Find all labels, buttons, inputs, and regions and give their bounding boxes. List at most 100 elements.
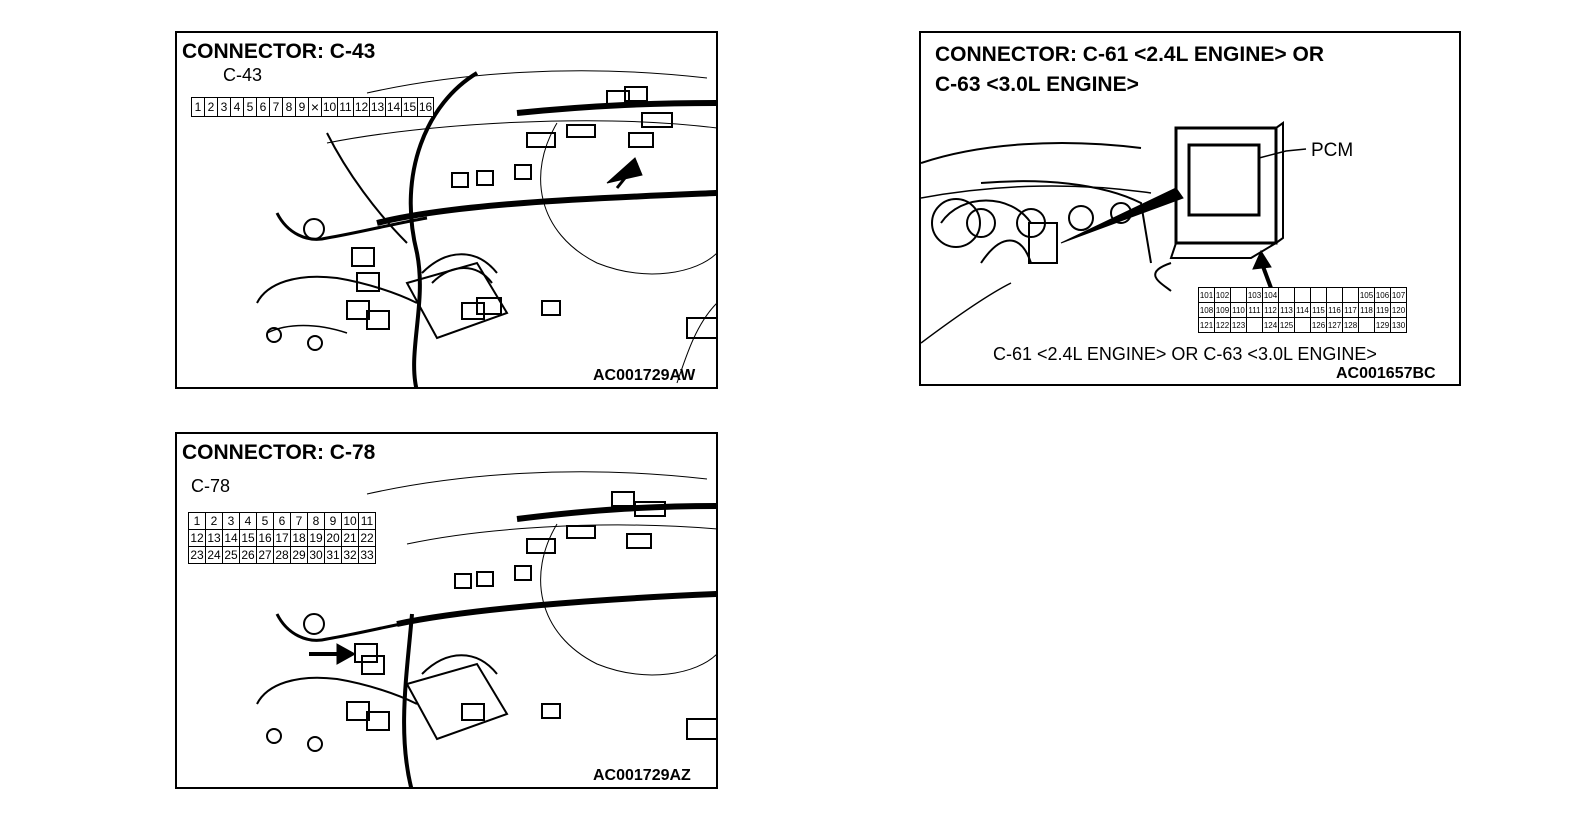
- harness-illustration-c78: [256, 471, 716, 787]
- panel-title: CONNECTOR: C-78: [182, 441, 376, 464]
- pin-cell-blank: ×: [308, 97, 322, 117]
- pin-cell: 106: [1374, 287, 1391, 303]
- pin-cell: 33: [358, 546, 376, 564]
- pin-cell: 12: [188, 529, 206, 547]
- pin-cell-blank: [1342, 287, 1359, 303]
- pin-cell: 124: [1262, 317, 1279, 333]
- pin-cell: 104: [1262, 287, 1279, 303]
- pin-cell: 9: [295, 97, 309, 117]
- pin-cell: 6: [273, 512, 291, 530]
- pin-cell: 121: [1198, 317, 1215, 333]
- panel-title: CONNECTOR: C-43: [182, 40, 376, 63]
- pin-cell: 126: [1310, 317, 1327, 333]
- pin-cell: 14: [222, 529, 240, 547]
- pin-cell: 4: [239, 512, 257, 530]
- pin-cell: 24: [205, 546, 223, 564]
- image-id: AC001729AW: [593, 367, 696, 384]
- pin-cell-blank: [1294, 317, 1311, 333]
- pin-cell: 3: [222, 512, 240, 530]
- pin-cell: 10: [321, 97, 338, 117]
- pin-cell: 1: [191, 97, 205, 117]
- pin-cell-blank: [1246, 317, 1263, 333]
- pin-cell: 105: [1358, 287, 1375, 303]
- pin-cell: 107: [1390, 287, 1407, 303]
- panel-connector-c61-c63: CONNECTOR: C-61 <2.4L ENGINE> OR C-63 <3…: [919, 31, 1461, 386]
- pin-cell: 110: [1230, 302, 1247, 318]
- pin-cell: 4: [230, 97, 244, 117]
- pin-cell: 16: [256, 529, 274, 547]
- pin-cell: 119: [1374, 302, 1391, 318]
- pin-cell: 21: [341, 529, 359, 547]
- pin-cell: 22: [358, 529, 376, 547]
- pin-cell: 120: [1390, 302, 1407, 318]
- pin-cell: 2: [204, 97, 218, 117]
- pin-cell: 25: [222, 546, 240, 564]
- pin-cell: 30: [307, 546, 325, 564]
- connector-caption: C-61 <2.4L ENGINE> OR C-63 <3.0L ENGINE>: [993, 344, 1377, 364]
- pin-cell: 9: [324, 512, 342, 530]
- pin-cell: 108: [1198, 302, 1215, 318]
- pin-cell: 10: [341, 512, 359, 530]
- pin-cell: 27: [256, 546, 274, 564]
- pin-cell: 114: [1294, 302, 1311, 318]
- pin-cell: 26: [239, 546, 257, 564]
- pin-cell: 125: [1278, 317, 1295, 333]
- pin-cell: 19: [307, 529, 325, 547]
- pin-cell: 115: [1310, 302, 1327, 318]
- pin-cell: 7: [269, 97, 283, 117]
- pin-cell: 128: [1342, 317, 1359, 333]
- pin-cell: 112: [1262, 302, 1279, 318]
- pin-cell: 23: [188, 546, 206, 564]
- pin-cell: 122: [1214, 317, 1231, 333]
- pin-cell: 18: [290, 529, 308, 547]
- pin-cell: 16: [417, 97, 434, 117]
- pin-cell: 13: [369, 97, 386, 117]
- harness-illustration-c43: [256, 70, 716, 387]
- pin-cell: 116: [1326, 302, 1343, 318]
- panel-title-line-2: C-63 <3.0L ENGINE>: [935, 73, 1139, 96]
- connector-label: C-78: [191, 476, 231, 496]
- pin-cell: 32: [341, 546, 359, 564]
- pcm-label: PCM: [1311, 140, 1354, 161]
- pin-cell: 127: [1326, 317, 1343, 333]
- pin-cell: 11: [337, 97, 354, 117]
- pin-cell-blank: [1358, 317, 1375, 333]
- pin-cell-blank: [1230, 287, 1247, 303]
- pin-cell: 7: [290, 512, 308, 530]
- pin-cell: 11: [358, 512, 376, 530]
- pin-cell: 15: [401, 97, 418, 117]
- connector-label: C-43: [223, 65, 263, 85]
- pin-cell: 118: [1358, 302, 1375, 318]
- pin-cell: 12: [353, 97, 370, 117]
- pin-cell: 123: [1230, 317, 1247, 333]
- pin-cell: 17: [273, 529, 291, 547]
- pin-cell: 101: [1198, 287, 1215, 303]
- pin-cell: 109: [1214, 302, 1231, 318]
- pin-cell: 111: [1246, 302, 1263, 318]
- pin-cell: 129: [1374, 317, 1391, 333]
- pin-cell: 3: [217, 97, 231, 117]
- image-id: AC001657BC: [1336, 365, 1436, 382]
- panel-title-line-1: CONNECTOR: C-61 <2.4L ENGINE> OR: [935, 43, 1324, 66]
- pin-cell-blank: [1294, 287, 1311, 303]
- pin-cell: 113: [1278, 302, 1295, 318]
- pin-cell: 5: [256, 512, 274, 530]
- pin-cell: 13: [205, 529, 223, 547]
- pin-cell-blank: [1278, 287, 1295, 303]
- pin-cell: 2: [205, 512, 223, 530]
- pin-cell: 14: [385, 97, 402, 117]
- pin-cell: 5: [243, 97, 257, 117]
- pin-cell: 8: [282, 97, 296, 117]
- pcm-illustration: [921, 121, 1307, 344]
